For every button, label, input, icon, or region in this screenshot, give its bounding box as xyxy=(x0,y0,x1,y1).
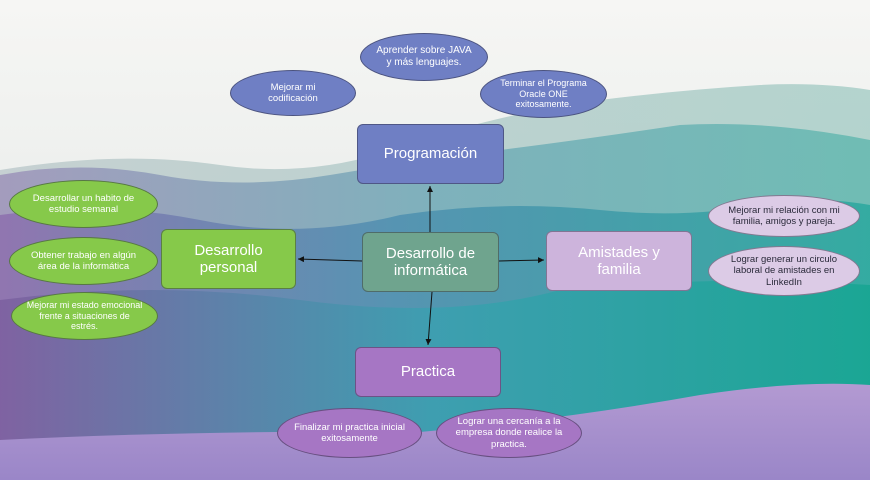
idea-personal-2[interactable]: Obtener trabajo en algún área de la info… xyxy=(9,237,158,285)
idea-practica-2[interactable]: Lograr una cercanía a la empresa donde r… xyxy=(436,408,582,458)
arrow-to-amistades xyxy=(498,257,545,264)
central-topic-label: Desarrollo de informática xyxy=(385,244,476,279)
idea-amistades-2[interactable]: Lograr generar un circulo laboral de ami… xyxy=(708,246,860,296)
idea-amistades-1[interactable]: Mejorar mi relación con mi familia, amig… xyxy=(708,195,860,237)
topic-programacion-label: Programación xyxy=(383,145,478,163)
topic-practica[interactable]: Practica xyxy=(355,347,501,397)
idea-programacion-3[interactable]: Terminar el Programa Oracle ONE exitosam… xyxy=(480,70,607,118)
idea-programacion-2[interactable]: Mejorar mi codificación xyxy=(230,70,356,116)
idea-practica-1[interactable]: Finalizar mi practica inicial exitosamen… xyxy=(277,408,422,458)
topic-desarrollo-personal-label: Desarrollo personal xyxy=(194,241,263,276)
topic-amistades-familia-label: Amistades y familia xyxy=(578,243,660,278)
topic-programacion[interactable]: Programación xyxy=(357,124,504,184)
topic-practica-label: Practica xyxy=(400,363,456,381)
central-topic[interactable]: Desarrollo de informática xyxy=(362,232,499,292)
arrow-to-personal xyxy=(297,256,363,263)
idea-personal-1[interactable]: Desarrollar un habito de estudio semanal xyxy=(9,180,158,228)
idea-programacion-1[interactable]: Aprender sobre JAVA y más lenguajes. xyxy=(360,33,488,81)
topic-desarrollo-personal[interactable]: Desarrollo personal xyxy=(161,229,296,289)
topic-amistades-familia[interactable]: Amistades y familia xyxy=(546,231,692,291)
idea-personal-3[interactable]: Mejorar mi estado emocional frente a sit… xyxy=(11,292,158,340)
arrow-to-practica xyxy=(425,291,433,346)
